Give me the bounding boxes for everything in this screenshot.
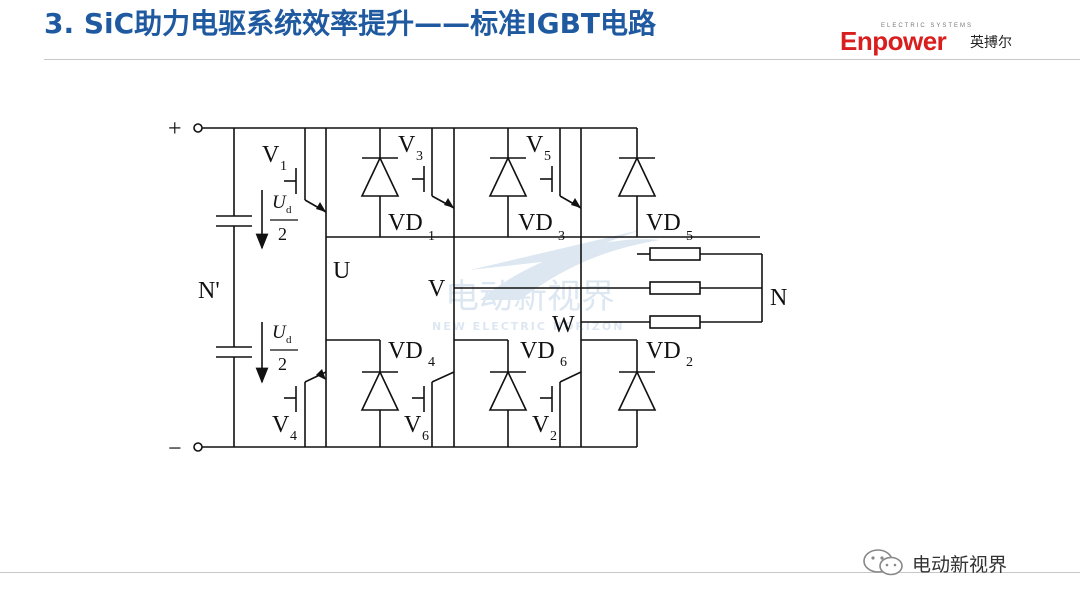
slide-title: 3. SiC助力电驱系统效率提升——标准IGBT电路 [44,7,657,40]
svg-text:5: 5 [686,229,693,244]
diode-label-vd2: VD 2 [646,338,693,370]
igbt-emitter-arrows [316,198,581,380]
switch-label-v4: V 4 [272,412,297,444]
svg-text:d: d [286,334,292,346]
circuit-wires [193,123,763,452]
svg-text:1: 1 [428,229,435,244]
svg-text:5: 5 [544,149,551,164]
watermark-chinese: 电动新视界 [445,277,615,317]
svg-text:V: V [404,412,422,438]
wechat-icon [863,549,903,576]
phase-u-label: U [333,258,350,284]
switch-label-v5: V 5 [526,132,551,164]
svg-text:4: 4 [290,429,297,444]
switch-label-v1: V 1 [262,142,287,174]
diode-label-vd1: VD 1 [388,210,435,244]
diode-label-vd5: VD 5 [646,210,693,244]
switch-label-v2: V 2 [532,412,557,444]
watermark: 电动新视界 NEW ELECTRIC HORIZON [432,230,660,333]
inverter-circuit-diagram: 电动新视界 NEW ELECTRIC HORIZON [160,100,820,470]
logo-chinese: 英搏尔 [970,35,1012,51]
svg-text:V: V [532,412,550,438]
switch-label-v6: V 6 [404,412,429,444]
diode-label-vd4: VD 4 [388,338,435,370]
svg-text:6: 6 [560,355,567,370]
svg-text:V: V [272,412,290,438]
load-neutral-label: N [770,285,787,311]
footer-divider [0,572,1080,573]
ud-half-lower: U d 2 [270,322,298,374]
title-divider [44,59,1080,60]
svg-text:VD: VD [646,338,681,364]
svg-text:2: 2 [278,224,287,244]
svg-text:V: V [526,132,544,158]
diode-label-vd3: VD 3 [518,210,565,244]
svg-text:3: 3 [416,149,423,164]
svg-text:VD: VD [646,210,681,236]
logo-tagline: ELECTRIC SYSTEMS [881,23,974,29]
svg-text:4: 4 [428,355,435,370]
svg-text:V: V [262,142,280,168]
svg-text:1: 1 [280,159,287,174]
dc-neutral-label: N' [198,278,220,304]
phase-v-label: V [428,276,446,302]
svg-text:VD: VD [388,338,423,364]
svg-text:2: 2 [278,354,287,374]
svg-text:U: U [272,192,287,213]
footer-source: 电动新视界 [860,548,1007,576]
svg-text:U: U [272,322,287,343]
svg-text:3: 3 [558,229,565,244]
watermark-english: NEW ELECTRIC HORIZON [432,320,624,333]
phase-w-label: W [552,312,575,338]
dc-plus-terminal: + [168,116,182,142]
dc-minus-terminal: − [168,436,182,462]
svg-text:VD: VD [520,338,555,364]
footer-account-name: 电动新视界 [912,554,1008,576]
logo-brand: Enpower [840,26,947,56]
svg-text:VD: VD [388,210,423,236]
diode-label-vd6: VD 6 [520,338,567,370]
svg-text:d: d [286,204,292,216]
svg-text:2: 2 [550,429,557,444]
svg-text:V: V [398,132,416,158]
svg-text:VD: VD [518,210,553,236]
svg-text:6: 6 [422,429,429,444]
svg-text:2: 2 [686,355,693,370]
ud-half-upper: U d 2 [270,192,298,244]
switch-label-v3: V 3 [398,132,423,164]
